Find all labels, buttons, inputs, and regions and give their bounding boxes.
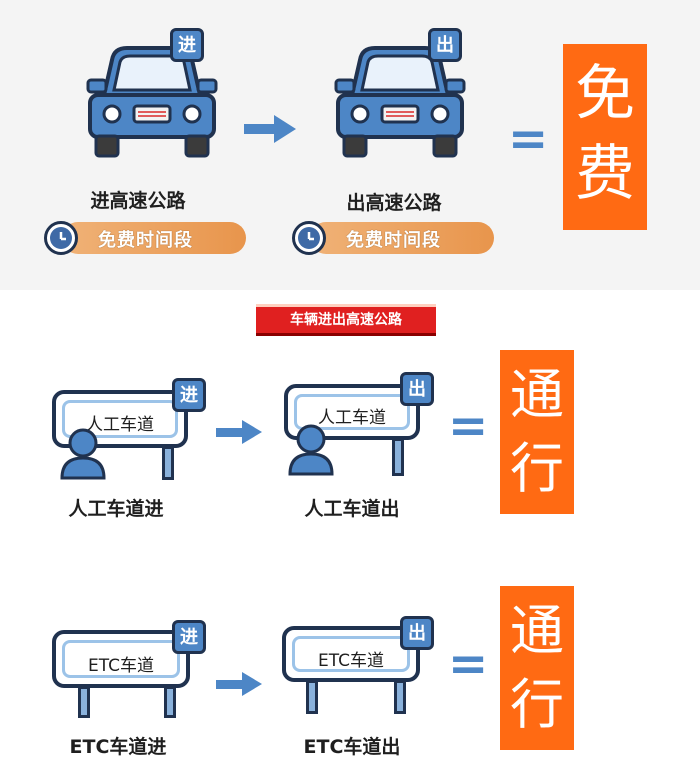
board-text: 人工车道 <box>86 415 154 435</box>
equals-sign: = <box>448 636 489 692</box>
sign-post <box>394 680 406 714</box>
exit-tag: 出 <box>428 28 462 62</box>
pass-result-box: 通 行 <box>500 586 574 750</box>
equals-sign: = <box>508 111 549 167</box>
person-icon <box>60 428 106 480</box>
lane-sign-icon: ETC车道 <box>52 630 190 688</box>
lane-sign-icon: 人工车道 <box>52 390 188 448</box>
board-text: ETC车道 <box>88 656 154 676</box>
enter-highway-label: 进高速公路 <box>90 190 186 212</box>
car-icon <box>334 46 466 158</box>
manual-enter-label: 人工车道进 <box>68 498 164 520</box>
etc-exit-label: ETC车道出 <box>303 736 401 758</box>
free-period-pill: 免费时间段 <box>310 222 494 254</box>
pass-result-box: 通 行 <box>500 350 574 514</box>
sign-post <box>306 680 318 714</box>
section-banner: 车辆进出高速公路 <box>256 304 436 336</box>
free-period-text: 免费时间段 <box>346 230 441 251</box>
free-period-pill: 免费时间段 <box>62 222 246 254</box>
result-char: 通 <box>510 599 564 662</box>
sign-post <box>162 446 174 480</box>
board-text: ETC车道 <box>318 651 384 671</box>
clock-icon <box>44 221 78 255</box>
lane-sign-icon: ETC车道 <box>282 626 420 682</box>
free-period-text: 免费时间段 <box>98 230 193 251</box>
result-char: 免 <box>575 59 635 129</box>
exit-highway-label: 出高速公路 <box>346 192 442 214</box>
sign-post <box>392 438 404 476</box>
sign-post <box>78 686 90 718</box>
arrow-right-icon <box>216 672 262 696</box>
exit-tag: 出 <box>400 372 434 406</box>
board-text: 人工车道 <box>318 408 386 428</box>
enter-tag: 进 <box>172 378 206 412</box>
person-icon <box>288 424 334 476</box>
enter-tag: 进 <box>172 620 206 654</box>
result-char: 行 <box>510 437 564 500</box>
arrow-right-icon <box>216 420 262 444</box>
result-char: 通 <box>510 363 564 426</box>
free-result-box: 免 费 <box>563 44 647 230</box>
enter-tag: 进 <box>170 28 204 62</box>
result-char: 行 <box>510 673 564 736</box>
sign-post <box>164 686 176 718</box>
clock-icon <box>292 221 326 255</box>
equals-sign: = <box>448 398 489 454</box>
etc-enter-label: ETC车道进 <box>69 736 167 758</box>
exit-tag: 出 <box>400 616 434 650</box>
arrow-right-icon <box>244 115 296 143</box>
manual-exit-label: 人工车道出 <box>304 498 400 520</box>
result-char: 费 <box>575 139 635 209</box>
